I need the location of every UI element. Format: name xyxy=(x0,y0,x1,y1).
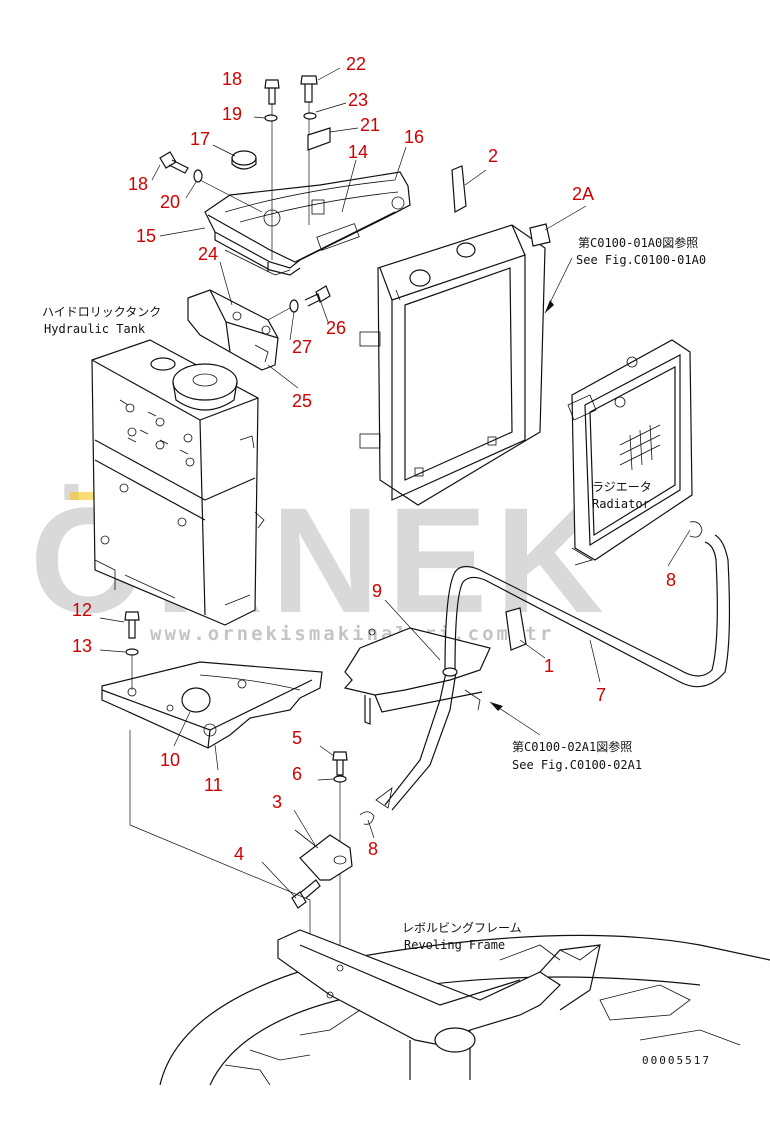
bolt-4 xyxy=(291,879,321,909)
radiator xyxy=(567,339,693,566)
caption-revolving-frame-jp: レボルビングフレーム xyxy=(402,921,522,935)
top-cover-assembly xyxy=(204,171,411,276)
caption-hydraulic-tank-en: Hydraulic Tank xyxy=(44,322,146,336)
bracket-3 xyxy=(294,829,353,881)
bolt-18-top xyxy=(264,79,280,260)
radiator-shroud xyxy=(359,224,546,506)
bolt-22 xyxy=(300,75,318,225)
callout-17: 17 xyxy=(190,129,210,149)
clip-8-lower xyxy=(359,811,375,825)
callout-18-side: 18 xyxy=(128,174,148,194)
callout-19: 19 xyxy=(222,104,242,124)
watermark-accent xyxy=(70,492,98,500)
callout-14: 14 xyxy=(348,142,368,162)
callout-25: 25 xyxy=(292,391,312,411)
callout-22: 22 xyxy=(346,54,366,74)
document-number: 00005517 xyxy=(642,1054,711,1067)
callout-6: 6 xyxy=(292,764,302,784)
callout-26: 26 xyxy=(326,318,346,338)
caption-see-fig-a1-jp: 第C0100-02A1図参照 xyxy=(512,739,632,754)
captions: ハイドロリックタンク Hydraulic Tank 第C0100-01A0図参照… xyxy=(42,235,711,1067)
callout-9: 9 xyxy=(372,581,382,601)
callout-23: 23 xyxy=(348,90,368,110)
callout-8-right: 8 xyxy=(666,570,676,590)
lower-plate xyxy=(101,661,323,749)
callout-20: 20 xyxy=(160,192,180,212)
bolt-18-side xyxy=(159,151,263,213)
callout-18: 18 xyxy=(222,69,242,89)
caption-hydraulic-tank-jp: ハイドロリックタンク xyxy=(42,305,161,319)
callout-21: 21 xyxy=(360,115,380,135)
callout-2A: 2A xyxy=(572,184,594,204)
hydraulic-tank xyxy=(91,339,265,626)
part-2 xyxy=(451,165,467,213)
callout-15: 15 xyxy=(136,226,156,246)
caption-radiator-jp: ラジエータ xyxy=(592,480,652,494)
bolt-5 xyxy=(332,751,348,968)
caption-revolving-frame-en: Revoling Frame xyxy=(404,938,505,952)
callout-13: 13 xyxy=(72,636,92,656)
callout-2: 2 xyxy=(488,146,498,166)
callout-27: 27 xyxy=(292,337,312,357)
callout-8-lower: 8 xyxy=(368,839,378,859)
caption-see-fig-a0-jp: 第C0100-01A0図参照 xyxy=(578,235,698,250)
callout-1: 1 xyxy=(544,656,554,676)
bolt-12 xyxy=(124,611,140,690)
hose-7 xyxy=(375,534,731,811)
watermark-url: www.ornekismakinalari.com.tr xyxy=(150,623,554,645)
callout-leaders xyxy=(99,67,691,899)
callout-10: 10 xyxy=(160,750,180,770)
grommet-17 xyxy=(231,150,257,170)
callouts: 22 18 19 23 21 17 16 14 2 18 20 2A 15 24… xyxy=(72,54,676,864)
callout-16: 16 xyxy=(404,127,424,147)
callout-7: 7 xyxy=(596,685,606,705)
clip-8-right xyxy=(689,521,703,538)
bracket-24-25 xyxy=(187,289,279,371)
callout-11: 11 xyxy=(204,775,223,795)
callout-12: 12 xyxy=(72,600,92,620)
part-2A xyxy=(529,223,551,247)
caption-see-fig-a0-en: See Fig.C0100-01A0 xyxy=(576,253,706,267)
bolt-26 xyxy=(267,285,331,321)
revolving-frame xyxy=(159,929,770,1086)
caption-see-fig-a1-en: See Fig.C0100-02A1 xyxy=(512,758,642,772)
callout-5: 5 xyxy=(292,728,302,748)
callout-24: 24 xyxy=(198,244,218,264)
callout-4: 4 xyxy=(234,844,244,864)
center-bracket xyxy=(343,627,491,725)
clip-21 xyxy=(307,127,331,151)
callout-3: 3 xyxy=(272,792,282,812)
caption-radiator-en: Radiator xyxy=(592,497,650,511)
